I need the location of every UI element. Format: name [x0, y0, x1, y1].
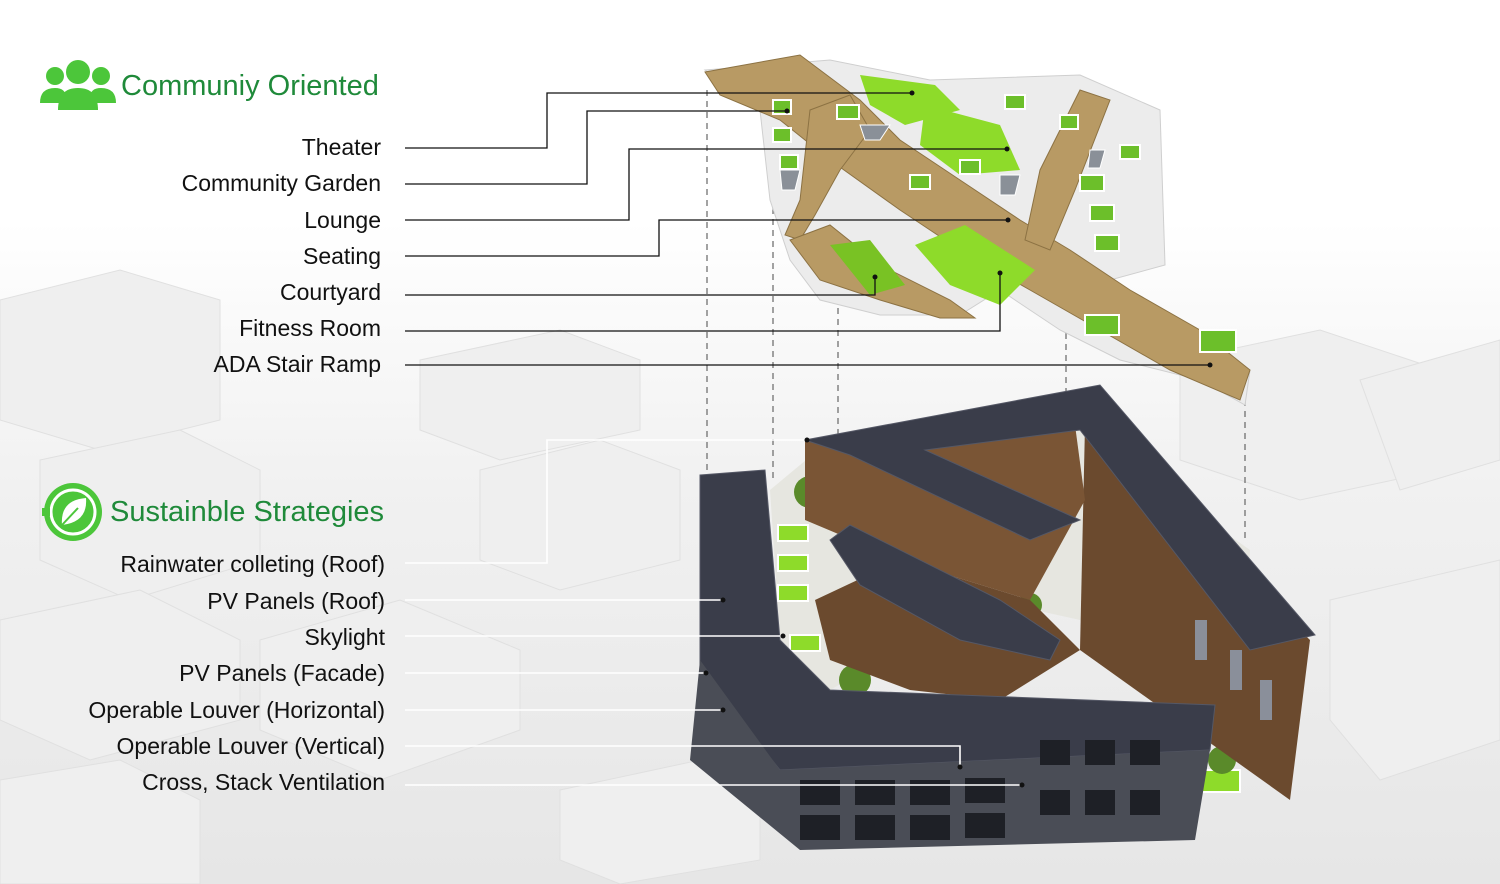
roof-inner-panels [829, 524, 1061, 661]
lawn-4 [830, 240, 905, 295]
wing-east-facade [1080, 425, 1310, 800]
label-lounge: Lounge [304, 207, 381, 233]
planters [772, 94, 1237, 353]
leader-dots-sustainable [703, 437, 1025, 788]
leaf-icon [42, 483, 102, 541]
label-cross-stack-ventilation: Cross, Stack Ventilation [142, 769, 385, 795]
leader-dots-community [784, 90, 1213, 368]
label-operable-louver-horizontal: Operable Louver (Horizontal) [88, 697, 385, 723]
label-fitness-room: Fitness Room [239, 315, 381, 341]
roof-garden-layer [703, 54, 1251, 406]
facade-louvers [1195, 620, 1272, 720]
leader-lines-sustainable [405, 439, 1022, 786]
label-operable-louver-vertical: Operable Louver (Vertical) [116, 733, 385, 759]
lawn-3 [915, 225, 1035, 305]
label-pv-panels-roof: PV Panels (Roof) [207, 588, 385, 614]
leader-lines-community [405, 92, 1210, 366]
people-group-icon [40, 60, 116, 110]
label-community-garden: Community Garden [181, 170, 381, 196]
label-skylight: Skylight [304, 624, 385, 650]
wing-north-facade [805, 425, 1085, 600]
label-pv-panels-facade: PV Panels (Facade) [179, 660, 385, 686]
lawn-2 [920, 105, 1020, 175]
label-seating: Seating [302, 243, 381, 269]
wood-walkway-3 [1024, 89, 1111, 251]
roof-east-panels [803, 384, 1316, 651]
label-rainwater-collecting: Rainwater colleting (Roof) [120, 551, 385, 577]
label-courtyard: Courtyard [280, 279, 381, 305]
skylights [779, 124, 1106, 196]
facade-windows [800, 740, 1160, 840]
community-oriented-title: Communiy Oriented [121, 70, 379, 102]
building [690, 384, 1316, 850]
label-ada-stair-ramp: ADA Stair Ramp [213, 351, 381, 377]
sustainable-strategies-title: Sustainble Strategies [110, 496, 385, 528]
label-theater: Theater [301, 134, 381, 160]
